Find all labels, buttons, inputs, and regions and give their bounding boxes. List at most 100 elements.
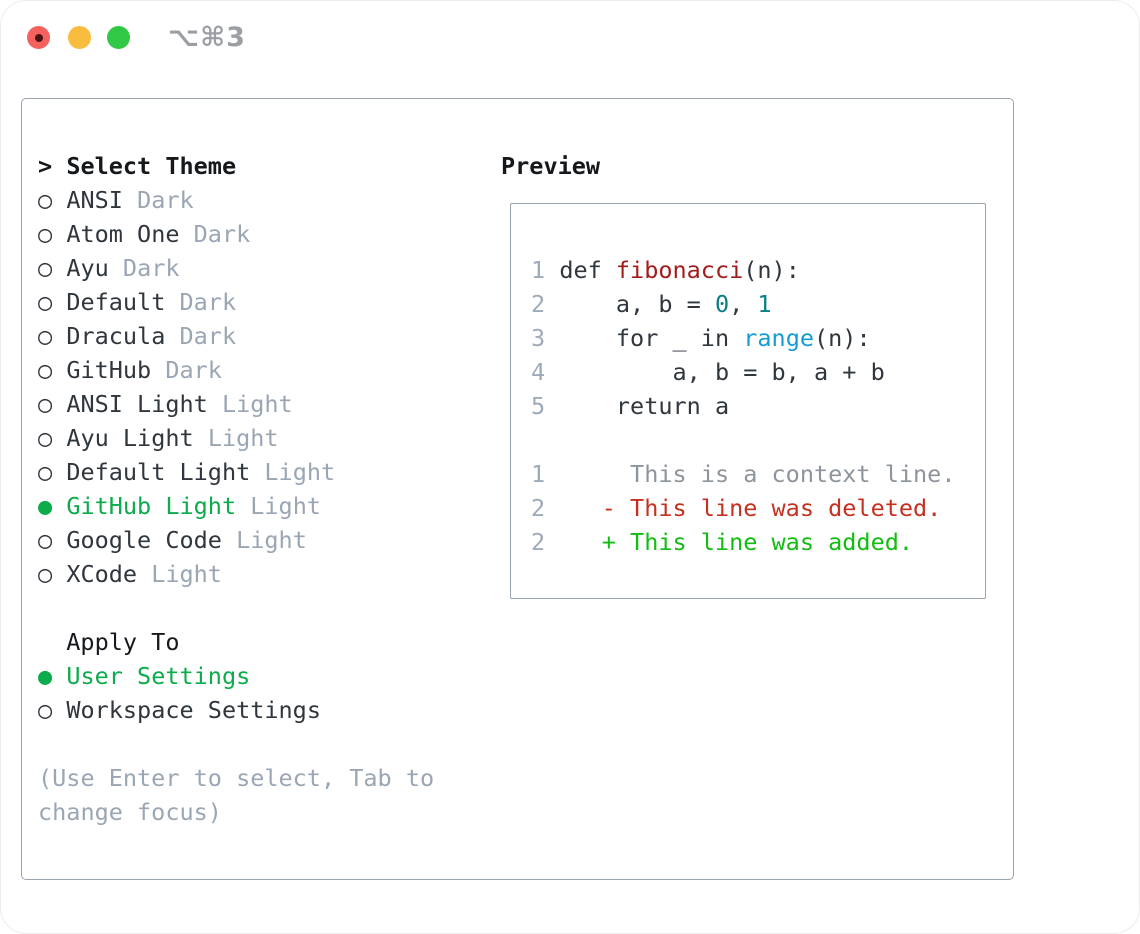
theme-item-default[interactable]: ○ Default Dark [38, 285, 434, 319]
code-segment: (n): [814, 324, 871, 352]
code-segment: for _ in [559, 324, 744, 352]
code-segment: 1 [757, 290, 772, 318]
code-line: 3 for _ in range(n): [531, 321, 955, 355]
theme-item-github-light[interactable]: ● GitHub Light Light [38, 489, 434, 523]
theme-item-label: GitHub Light [66, 492, 237, 520]
apply-option-label: User Settings [66, 662, 251, 690]
code-line [531, 423, 955, 457]
apply-to-title: Apply To [38, 625, 434, 659]
radio-unselected-icon: ○ [38, 458, 53, 486]
line-number: 5 [531, 392, 546, 420]
prompt-arrow-icon: > [38, 152, 53, 180]
minimize-button[interactable] [68, 26, 91, 49]
radio-unselected-icon: ○ [38, 424, 53, 452]
theme-item-ayu-light[interactable]: ○ Ayu Light Light [38, 421, 434, 455]
preview-title: Preview [501, 152, 601, 180]
close-dot-icon [34, 33, 43, 42]
theme-item-dracula[interactable]: ○ Dracula Dark [38, 319, 434, 353]
code-line: 1 This is a context line. [531, 457, 955, 491]
line-number: 2 [531, 290, 546, 318]
code-segment: + This line was added. [559, 528, 914, 556]
radio-unselected-icon: ○ [38, 390, 53, 418]
apply-option-user-settings[interactable]: ● User Settings [38, 659, 434, 693]
radio-unselected-icon: ○ [38, 560, 53, 588]
theme-variant-tag: Dark [165, 356, 222, 384]
code-line: 1 def fibonacci(n): [531, 253, 955, 287]
radio-unselected-icon: ○ [38, 356, 53, 384]
theme-item-atom-one[interactable]: ○ Atom One Dark [38, 217, 434, 251]
theme-item-label: Atom One [66, 220, 180, 248]
code-segment: def [559, 256, 616, 284]
theme-variant-tag: Dark [179, 288, 237, 316]
code-segment: 0 [714, 290, 730, 318]
theme-item-label: Default Light [66, 458, 251, 486]
radio-unselected-icon: ○ [38, 220, 53, 248]
code-segment: This is a context line. [559, 460, 956, 488]
theme-item-label: XCode [66, 560, 138, 588]
theme-item-google-code[interactable]: ○ Google Code Light [38, 523, 434, 557]
zoom-button[interactable] [107, 26, 130, 49]
theme-variant-tag: Light [207, 424, 279, 452]
code-line: 2 + This line was added. [531, 525, 955, 559]
code-line: 4 a, b = b, a + b [531, 355, 955, 389]
radio-unselected-icon: ○ [38, 696, 53, 724]
code-segment: a, b = [559, 290, 715, 318]
code-line: 2 a, b = 0, 1 [531, 287, 955, 321]
theme-variant-tag: Dark [122, 254, 180, 282]
theme-item-label: ANSI [66, 186, 123, 214]
theme-picker-panel: > Select Theme○ ANSI Dark○ Atom One Dark… [21, 98, 1014, 880]
theme-variant-tag: Light [236, 526, 307, 554]
theme-variant-tag: Light [250, 492, 321, 520]
radio-unselected-icon: ○ [38, 322, 53, 350]
theme-item-ansi[interactable]: ○ ANSI Dark [38, 183, 434, 217]
theme-item-github[interactable]: ○ GitHub Dark [38, 353, 434, 387]
code-segment: fibonacci [615, 256, 744, 284]
theme-item-ayu[interactable]: ○ Ayu Dark [38, 251, 434, 285]
hint-text-line: (Use Enter to select, Tab to [38, 764, 435, 792]
theme-list-title: > Select Theme [38, 149, 434, 183]
theme-variant-tag: Dark [137, 186, 194, 214]
theme-list-title-label: Select Theme [66, 152, 237, 180]
theme-variant-tag: Dark [179, 322, 237, 350]
line-number: 2 [531, 494, 546, 522]
theme-picker: > Select Theme○ ANSI Dark○ Atom One Dark… [38, 149, 434, 829]
hint-text: change focus) [38, 795, 434, 829]
close-button[interactable] [27, 26, 50, 49]
line-number: 1 [531, 460, 546, 488]
theme-item-label: Google Code [66, 526, 222, 554]
apply-option-label: Workspace Settings [66, 696, 321, 724]
titlebar: ⌥⌘3 [1, 1, 1139, 76]
theme-variant-tag: Light [221, 390, 293, 418]
code-line: 2 - This line was deleted. [531, 491, 955, 525]
theme-item-label: Ayu [66, 254, 109, 282]
code-segment: return a [559, 392, 730, 420]
theme-variant-tag: Light [264, 458, 336, 486]
code-segment: (n): [743, 256, 800, 284]
theme-item-label: Default [66, 288, 166, 316]
theme-item-default-light[interactable]: ○ Default Light Light [38, 455, 434, 489]
code-line: 5 return a [531, 389, 955, 423]
code-segment: - This line was deleted. [559, 494, 942, 522]
radio-unselected-icon: ○ [38, 254, 53, 282]
theme-item-ansi-light[interactable]: ○ ANSI Light Light [38, 387, 434, 421]
radio-unselected-icon: ○ [38, 526, 53, 554]
theme-item-label: ANSI Light [66, 390, 208, 418]
apply-option-workspace-settings[interactable]: ○ Workspace Settings [38, 693, 434, 727]
theme-variant-tag: Dark [193, 220, 251, 248]
apply-to-title-label: Apply To [66, 628, 180, 656]
line-number: 4 [531, 358, 546, 386]
radio-unselected-icon: ○ [38, 186, 53, 214]
radio-unselected-icon: ○ [38, 288, 53, 316]
code-segment: a, b = b, a + b [559, 358, 885, 386]
theme-variant-tag: Light [151, 560, 222, 588]
line-number: 2 [531, 528, 546, 556]
theme-item-label: Dracula [66, 322, 166, 350]
theme-item-xcode[interactable]: ○ XCode Light [38, 557, 434, 591]
code-segment: range [743, 324, 814, 352]
theme-item-label: GitHub [66, 356, 152, 384]
line-number: 3 [531, 324, 546, 352]
hint-text: (Use Enter to select, Tab to [38, 761, 434, 795]
theme-item-label: Ayu Light [66, 424, 194, 452]
code-segment: , [729, 290, 758, 318]
